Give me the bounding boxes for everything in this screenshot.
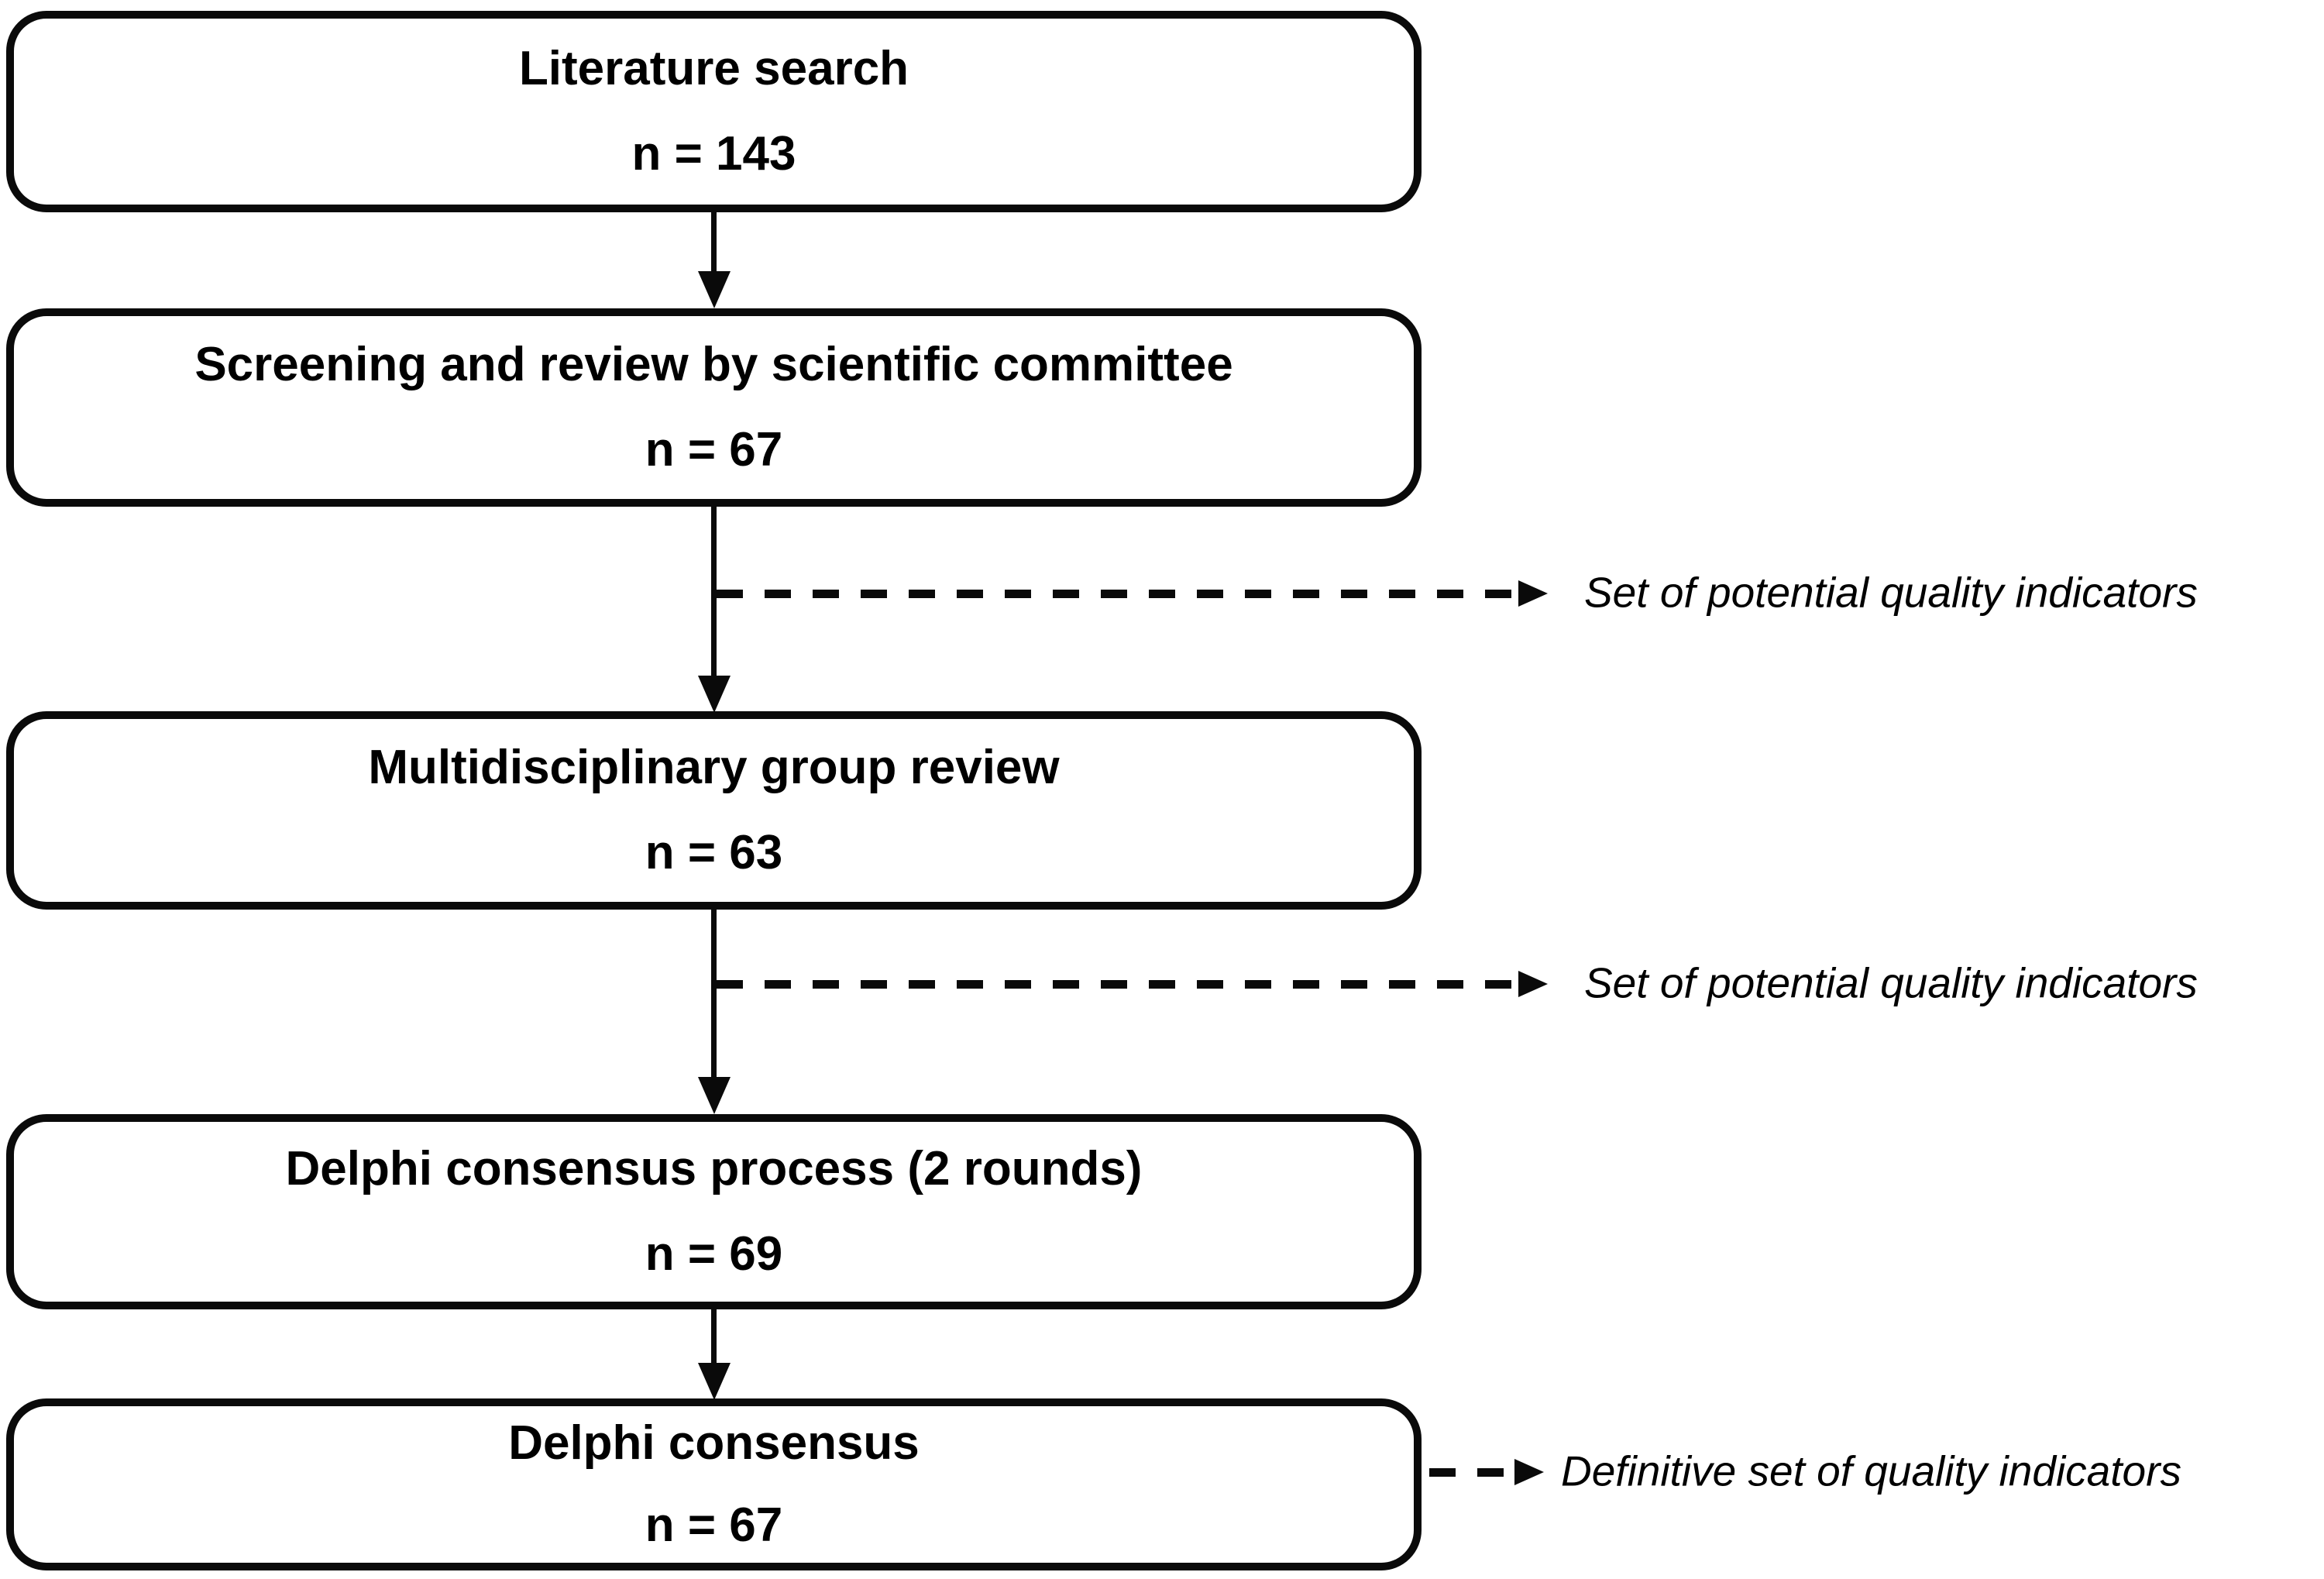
dashed-arrow-head-1-icon bbox=[1518, 580, 1548, 607]
side-label-potential-indicators-2: Set of potential quality indicators bbox=[1584, 958, 2198, 1007]
flow-box-delphi-process: Delphi consensus process (2 rounds) n = … bbox=[6, 1114, 1422, 1309]
arrow-line-2 bbox=[711, 507, 717, 679]
dashed-connector-1 bbox=[717, 590, 1518, 598]
box-title-delphi-process: Delphi consensus process (2 rounds) bbox=[285, 1142, 1143, 1195]
arrow-head-2-icon bbox=[698, 676, 731, 713]
dashed-arrow-head-2-icon bbox=[1518, 971, 1548, 997]
arrow-head-1-icon bbox=[698, 271, 731, 308]
box-count-literature-search: n = 143 bbox=[631, 127, 796, 181]
box-count-delphi-process: n = 69 bbox=[645, 1227, 783, 1281]
box-count-delphi-consensus: n = 67 bbox=[645, 1498, 783, 1552]
box-count-multidisciplinary-review: n = 63 bbox=[645, 826, 783, 879]
arrow-line-3 bbox=[711, 910, 717, 1082]
arrow-line-1 bbox=[711, 212, 717, 276]
dashed-arrow-head-3-icon bbox=[1514, 1459, 1544, 1485]
arrow-head-4-icon bbox=[698, 1363, 731, 1400]
flow-box-multidisciplinary-review: Multidisciplinary group review n = 63 bbox=[6, 711, 1422, 910]
side-label-potential-indicators-1: Set of potential quality indicators bbox=[1584, 568, 2198, 617]
box-count-screening-review: n = 67 bbox=[645, 423, 783, 476]
box-title-delphi-consensus: Delphi consensus bbox=[508, 1416, 920, 1470]
box-title-literature-search: Literature search bbox=[518, 42, 909, 95]
flow-box-delphi-consensus: Delphi consensus n = 67 bbox=[6, 1398, 1422, 1570]
flow-box-literature-search: Literature search n = 143 bbox=[6, 11, 1422, 212]
flow-box-screening-review: Screening and review by scientific commi… bbox=[6, 308, 1422, 507]
arrow-head-3-icon bbox=[698, 1077, 731, 1114]
arrow-line-4 bbox=[711, 1309, 717, 1367]
dashed-connector-2 bbox=[717, 980, 1518, 989]
box-title-screening-review: Screening and review by scientific commi… bbox=[194, 338, 1233, 391]
side-label-definitive-indicators: Definitive set of quality indicators bbox=[1561, 1447, 2181, 1495]
box-title-multidisciplinary-review: Multidisciplinary group review bbox=[368, 741, 1060, 794]
dashed-connector-3 bbox=[1429, 1468, 1514, 1477]
